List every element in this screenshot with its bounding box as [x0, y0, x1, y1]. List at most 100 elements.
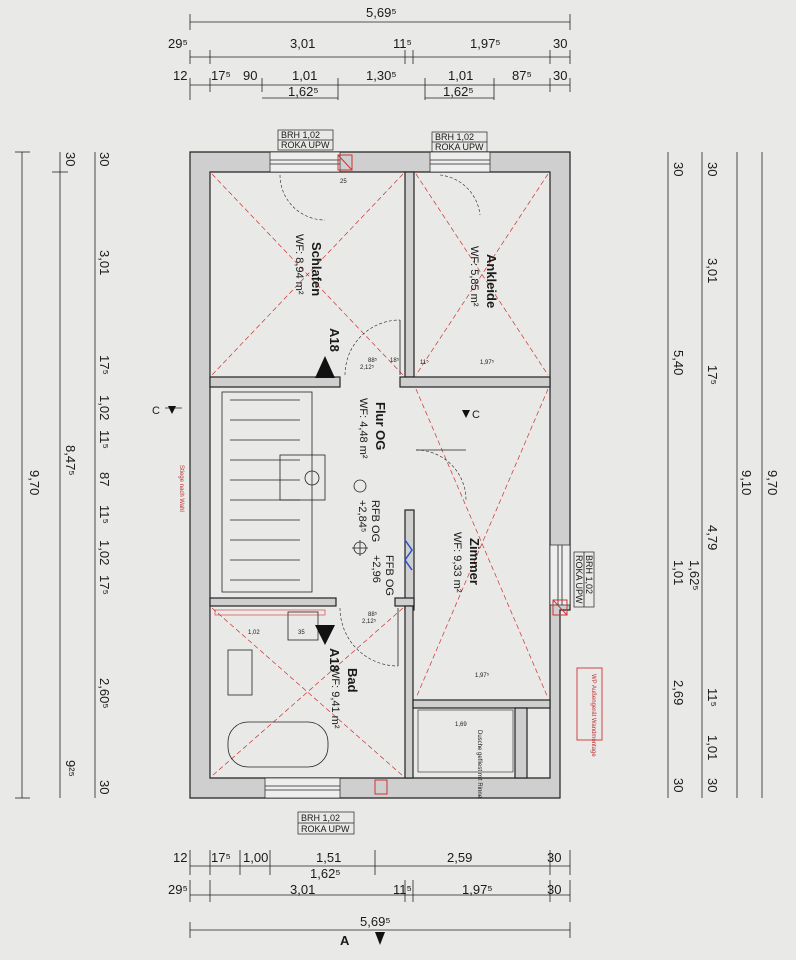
- svg-text:30: 30: [671, 778, 686, 792]
- svg-text:11⁵: 11⁵: [97, 505, 112, 524]
- svg-text:11⁵: 11⁵: [705, 688, 720, 707]
- room-name-zimmer: Zimmer: [467, 538, 482, 585]
- svg-text:9,70: 9,70: [27, 470, 42, 495]
- svg-text:1,00: 1,00: [243, 850, 268, 865]
- stair-note: Stiege nach Wahl: [178, 465, 184, 512]
- svg-text:A18: A18: [327, 648, 342, 672]
- svg-text:30: 30: [63, 152, 78, 166]
- svg-text:C: C: [152, 405, 160, 417]
- svg-text:C: C: [472, 409, 480, 421]
- svg-text:1,97⁵: 1,97⁵: [475, 672, 490, 679]
- svg-text:2,60⁵: 2,60⁵: [97, 678, 112, 709]
- svg-text:ROKA UPW: ROKA UPW: [281, 140, 330, 150]
- room-diagonals: [211, 173, 549, 777]
- top-dim-r2-8: 30: [553, 68, 567, 83]
- svg-text:30: 30: [705, 778, 720, 792]
- svg-text:8,47⁵: 8,47⁵: [63, 445, 78, 476]
- top-total-dim: 5,69⁵: [366, 5, 397, 20]
- room-area-ankleide: WF: 5,85 m²: [468, 246, 480, 307]
- top-dimensions: 5,69⁵ 29⁵ 3,01 11⁵ 1,97⁵ 30 12 17⁵ 90 1,…: [168, 5, 571, 100]
- svg-text:2,12⁵: 2,12⁵: [362, 618, 377, 625]
- svg-text:1,02: 1,02: [248, 630, 260, 636]
- svg-text:BRH 1,02: BRH 1,02: [435, 132, 474, 142]
- svg-text:+2,84⁵: +2,84⁵: [356, 500, 368, 532]
- section-mark-a18-bottom: A18: [315, 625, 342, 672]
- left-dimensions: 9,70 8,47⁵ 30 9²⁵ 30 3,01 17⁵ 1,02 11⁵ 8…: [15, 151, 112, 799]
- svg-text:BRH 1,02: BRH 1,02: [584, 555, 594, 594]
- svg-text:2,59: 2,59: [447, 850, 472, 865]
- svg-text:30: 30: [705, 162, 720, 176]
- window-openings: [264, 151, 571, 799]
- svg-text:FFB OG: FFB OG: [383, 555, 395, 596]
- top-dim-sub-1: 1,62⁵: [288, 84, 319, 99]
- svg-text:25: 25: [340, 179, 347, 185]
- svg-text:1,97⁵: 1,97⁵: [480, 359, 495, 366]
- top-dim-sub-2: 1,62⁵: [443, 84, 474, 99]
- section-mark-a: A: [340, 933, 350, 948]
- room-name-ankleide: Ankleide: [484, 254, 499, 308]
- top-dim-r2-6: 1,01: [448, 68, 473, 83]
- window-tag-top-left: BRH 1,02 ROKA UPW: [277, 129, 334, 151]
- svg-text:ROKA UPW: ROKA UPW: [574, 555, 584, 604]
- section-mark-c-right: C: [462, 409, 480, 421]
- svg-text:1,69: 1,69: [455, 722, 467, 728]
- right-dimensions: 9,70 9,10 5,40 30 30 30 3,01 17⁵ 4,79 11…: [667, 152, 780, 798]
- svg-text:29⁵: 29⁵: [168, 882, 188, 897]
- svg-text:30: 30: [97, 780, 112, 794]
- room-area-schlafen: WF: 8,94 m²: [293, 234, 305, 295]
- top-dim-r2-2: 17⁵: [211, 68, 231, 83]
- svg-text:88⁵: 88⁵: [368, 357, 378, 364]
- svg-text:30: 30: [671, 162, 686, 176]
- svg-text:1,02: 1,02: [97, 395, 112, 420]
- section-mark-a18-top: A18: [315, 328, 342, 378]
- top-dim-r2-1: 12: [173, 68, 187, 83]
- level-symbols: [352, 479, 413, 571]
- svg-text:1,97⁵: 1,97⁵: [462, 882, 493, 897]
- svg-text:+2,96: +2,96: [370, 555, 382, 583]
- room-flur: Flur OG WF: 4,48 m²: [357, 398, 388, 459]
- svg-text:5,69⁵: 5,69⁵: [360, 914, 391, 929]
- svg-text:1,02: 1,02: [97, 540, 112, 565]
- room-name-schlafen: Schlafen: [309, 242, 324, 296]
- svg-text:4,79: 4,79: [705, 525, 720, 550]
- room-area-flur: WF: 4,48 m²: [357, 398, 369, 459]
- dusche-note: Dusche gefliest mit Rinne: [476, 730, 482, 799]
- bath-fixtures: Dusche gefliest mit Rinne: [214, 609, 514, 799]
- svg-text:BRH 1,02: BRH 1,02: [281, 130, 320, 140]
- svg-text:17⁵: 17⁵: [97, 575, 112, 595]
- room-schlafen: Schlafen WF: 8,94 m²: [293, 234, 324, 296]
- top-dim-4: 1,97⁵: [470, 36, 501, 51]
- top-dim-2: 3,01: [290, 36, 315, 51]
- svg-text:35: 35: [298, 630, 305, 636]
- svg-text:BRH 1,02: BRH 1,02: [301, 813, 340, 823]
- svg-text:5,40: 5,40: [671, 350, 686, 375]
- svg-text:1,62⁵: 1,62⁵: [310, 866, 341, 881]
- top-dim-r2-3: 90: [243, 68, 257, 83]
- svg-text:9,70: 9,70: [765, 470, 780, 495]
- svg-text:9²⁵: 9²⁵: [63, 760, 78, 777]
- svg-text:11⁵: 11⁵: [393, 882, 412, 897]
- svg-text:12: 12: [173, 850, 187, 865]
- level-rfb: RFB OG +2,84⁵: [356, 500, 381, 542]
- svg-text:ROKA UPW: ROKA UPW: [435, 142, 484, 152]
- svg-text:9,10: 9,10: [739, 470, 754, 495]
- svg-text:88⁵: 88⁵: [368, 611, 378, 618]
- svg-text:2,69: 2,69: [671, 680, 686, 705]
- svg-text:1,01: 1,01: [705, 735, 720, 760]
- interior-walls: [209, 171, 551, 779]
- svg-text:1,62⁵: 1,62⁵: [687, 560, 702, 591]
- wp-unit: WP Außengerät Wandmontage: [576, 667, 603, 757]
- svg-text:11⁵: 11⁵: [97, 430, 112, 449]
- svg-text:18⁵: 18⁵: [390, 357, 400, 364]
- svg-text:A18: A18: [327, 328, 342, 352]
- svg-text:11⁵: 11⁵: [420, 359, 429, 366]
- svg-text:17⁵: 17⁵: [211, 850, 231, 865]
- svg-text:17⁵: 17⁵: [705, 365, 720, 385]
- room-name-bad: Bad: [345, 668, 360, 693]
- svg-text:30: 30: [547, 850, 561, 865]
- room-area-zimmer: WF: 9,33 m²: [451, 532, 463, 593]
- level-ffb: FFB OG +2,96: [370, 555, 395, 596]
- svg-text:ROKA UPW: ROKA UPW: [301, 824, 350, 834]
- staircase: Stiege nach Wahl: [178, 391, 326, 593]
